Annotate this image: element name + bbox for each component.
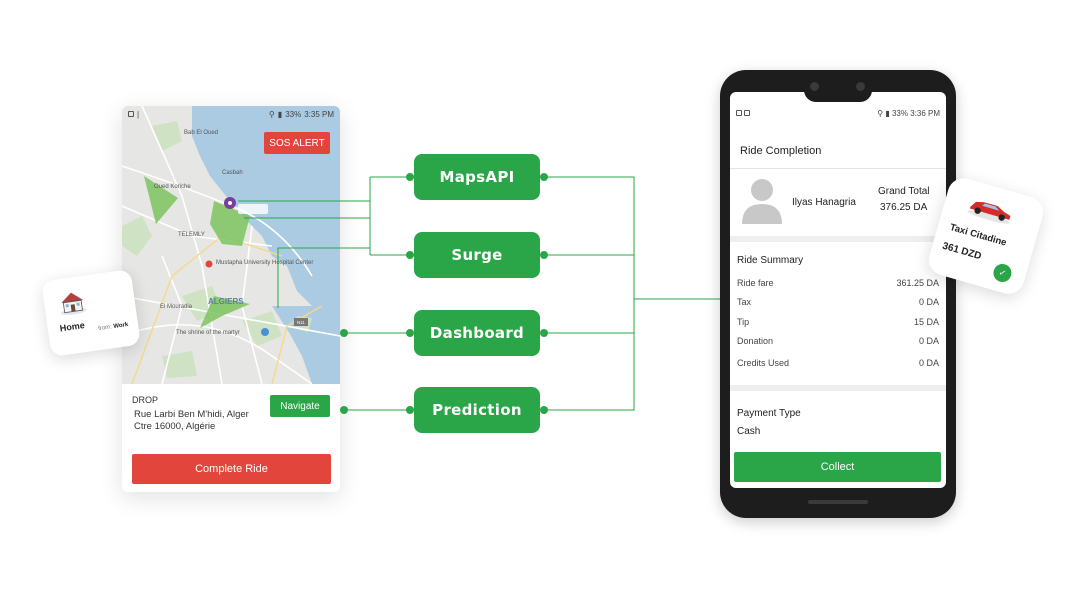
taxi-option-card[interactable]: Taxi Citadine 361 DZD ✓ [925,174,1047,298]
summary-row: Ride fare 361.25 DA [737,278,939,288]
svg-text:Oued Koriche: Oued Koriche [154,184,191,190]
location-icon: ⚲ [877,109,884,118]
location-icon: ⚲ [268,109,275,119]
signal-icon: ▮ [885,109,890,118]
avatar-icon [742,179,782,224]
notification-icon [736,110,742,116]
drop-label: DROP [132,395,159,405]
status-bar: ⚲ ▮ 33% 3:36 PM [730,92,946,122]
drop-address: Rue Larbi Ben M'hidi, Alger Ctre 16000, … [134,409,249,432]
svg-text:The shrine of the martyr: The shrine of the martyr [176,330,240,336]
from-label: from: Work [97,321,129,333]
notification-icon-2 [744,110,751,116]
summary-row: Tip 15 DA [737,317,939,327]
notification-icon [128,111,134,117]
speaker [808,500,868,504]
clock: 3:36 PM [910,109,940,118]
svg-text:Casbah: Casbah [222,170,243,176]
clock: 3:35 PM [304,109,334,119]
home-title: Home [59,320,86,334]
battery-level: 33% [285,109,302,119]
car-icon [967,201,1011,224]
summary-row: Donation 0 DA [737,336,939,346]
status-bar: | ⚲ ▮ 33% 3:35 PM [122,106,340,122]
camera-icon [856,82,865,91]
rider-name: Ilyas Hanagria [792,197,856,208]
summary-row: Credits Used 0 DA [737,358,939,368]
rider-phone: ⚲ ▮ 33% 3:36 PM Ride Completion Ilyas Ha… [720,70,956,518]
check-icon: ✓ [991,261,1014,285]
taxi-price: 361 DZD [941,240,983,263]
svg-text:Bab El Oued: Bab El Oued [184,130,218,136]
divider [730,168,946,169]
house-icon [60,292,87,315]
payment-type-label: Payment Type [737,408,801,419]
prediction-service[interactable]: Prediction [414,387,540,433]
surge-service[interactable]: Surge [414,232,540,278]
payment-type-value: Cash [737,426,761,437]
complete-ride-button[interactable]: Complete Ride [132,454,331,484]
section-separator [730,385,946,391]
signal-icon: ▮ [277,109,283,119]
svg-text:Mustapha University Hospital C: Mustapha University Hospital Center [216,260,313,266]
driver-app-screen: Bab El Oued Oued Koriche Casbah TELEMLY … [122,106,340,492]
svg-text:ALGIERS: ALGIERS [208,297,244,306]
rider-app-screen: ⚲ ▮ 33% 3:36 PM Ride Completion Ilyas Ha… [730,92,946,488]
svg-text:TELEMLY: TELEMLY [178,232,205,238]
camera-icon [810,82,819,91]
dashboard-service[interactable]: Dashboard [414,310,540,356]
sos-alert-button[interactable]: SOS ALERT [264,132,330,154]
section-separator [730,236,946,242]
maps-api-service[interactable]: MapsAPI [414,154,540,200]
grand-total-label: Grand Total [878,186,930,197]
home-destination-card[interactable]: Home from: Work [41,269,141,357]
svg-text:El Mouradia: El Mouradia [160,304,193,310]
summary-row: Tax 0 DA [737,297,939,307]
svg-text:N11: N11 [297,320,305,325]
page-title: Ride Completion [740,145,822,157]
battery-level: 33% [891,109,908,118]
collect-button[interactable]: Collect [734,452,941,482]
from-value: Work [113,321,129,330]
ride-summary-title: Ride Summary [737,255,804,266]
grand-total-value: 376.25 DA [880,202,928,213]
navigate-button[interactable]: Navigate [270,395,330,417]
